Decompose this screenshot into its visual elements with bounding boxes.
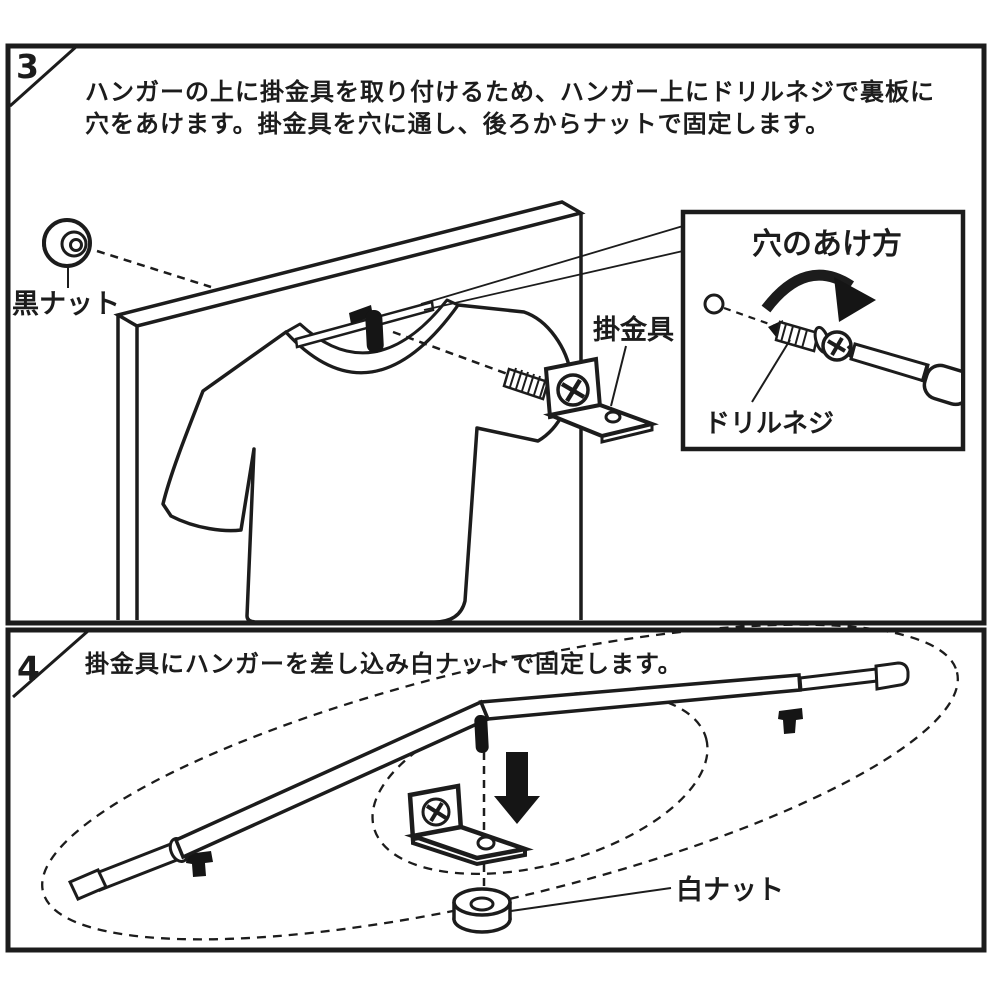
hook-bracket-label: 掛金具	[593, 314, 674, 346]
bracket-plate-hole	[476, 835, 496, 851]
rod-peg	[474, 714, 489, 753]
hook-bracket-leader-line	[610, 345, 627, 407]
sweep-path-dashed-ellipses	[41, 623, 959, 941]
step4-instruction: 掛金具にハンガーを差し込み白ナットで固定します。	[85, 650, 683, 678]
hook-bracket-step4-illustration	[404, 783, 534, 867]
step3-panel: 3 ハンガーの上に掛金具を取り付けるため、ハンガー上にドリルネジで裏板に 穴をあ…	[5, 43, 987, 626]
black-nut-label: 黒ナット	[12, 289, 120, 320]
tshirt-collar	[284, 298, 460, 375]
tshirt-illustration	[161, 298, 573, 624]
step3-panel-border	[5, 43, 987, 626]
hole-axis-dashed-line	[723, 306, 776, 328]
rod-clip-left	[186, 851, 213, 877]
nut-axis-dashed-line	[96, 249, 212, 289]
white-nut-label: 白ナット	[676, 874, 784, 906]
phillips-screw-head-icon	[556, 373, 590, 407]
black-nut-illustration	[42, 218, 92, 288]
bracket-plate-thickness	[411, 836, 527, 867]
step3-number: 3	[16, 47, 39, 86]
drill-screw-leader-line	[751, 339, 791, 403]
peg-axis-dashed-line	[392, 330, 514, 378]
inset-content	[703, 269, 961, 407]
bracket-plate-thickness	[600, 424, 654, 444]
hook-bracket-illustration	[502, 356, 659, 444]
step3-corner-slash	[8, 44, 79, 108]
step4-number: 4	[17, 649, 40, 688]
step3-instruction-line2: 穴をあけます。掛金具を穴に通し、後ろからナットで固定します。	[85, 110, 830, 138]
inset-title: 穴のあけ方	[752, 227, 902, 262]
bracket-plate-hole	[604, 410, 622, 424]
hanging-peg	[365, 309, 384, 353]
bracket-horizontal-plate	[404, 824, 534, 861]
white-nut-hole	[469, 896, 495, 912]
drill-screw-label: ドリルネジ	[704, 409, 834, 439]
rod-thin-right-section	[798, 667, 879, 692]
magnifier-leader-lines	[420, 225, 684, 311]
step3-instruction-line1: ハンガーの上に掛金具を取り付けるため、ハンガー上にドリルネジで裏板に	[85, 78, 935, 106]
step4-panel: 4 掛金具にハンガーを差し込み白ナットで固定します。	[5, 623, 987, 953]
rod-end-cap-right	[874, 661, 910, 691]
step4-corner-slash	[12, 629, 89, 699]
hanger-bar-in-collar	[294, 300, 435, 353]
screwdriver-icon	[846, 342, 961, 407]
hole-drilling-inset: 穴のあけ方	[680, 209, 966, 452]
down-arrow-icon	[494, 752, 540, 824]
bracket-screw-thread	[502, 367, 550, 401]
rod-thin-left-section	[92, 840, 184, 892]
rod-end-cap-left	[67, 868, 109, 901]
back-board-illustration	[113, 200, 586, 620]
white-nut-leader-line	[510, 887, 672, 912]
hanger-rod-illustration	[67, 661, 910, 901]
rotation-arrow-icon	[761, 269, 876, 322]
step4-panel-border	[5, 627, 987, 953]
phillips-screw-head-icon	[421, 797, 451, 827]
white-nut-illustration	[452, 887, 512, 934]
rod-right-tube	[478, 673, 802, 721]
hole-icon	[703, 293, 725, 315]
rod-knob	[778, 708, 803, 734]
